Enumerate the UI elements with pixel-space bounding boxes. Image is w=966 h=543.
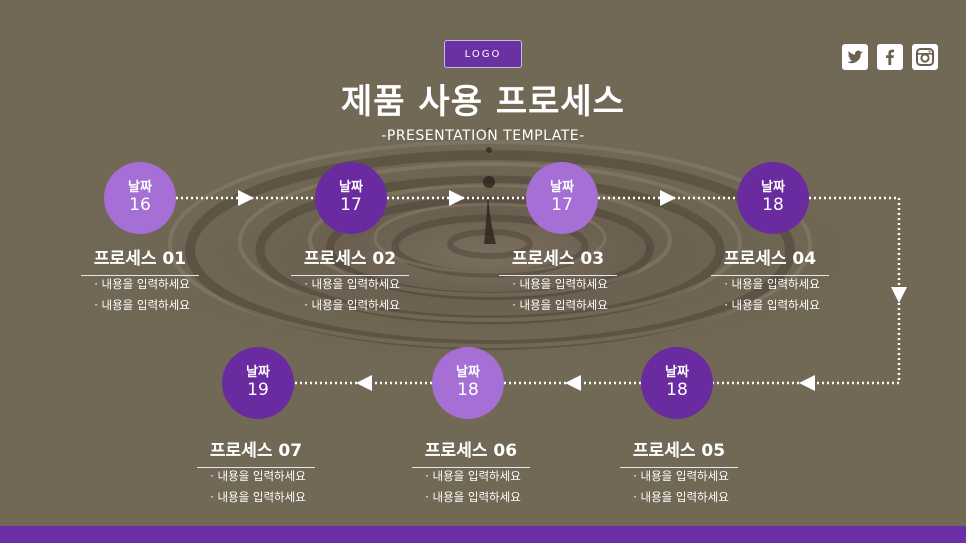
- date-label: 날짜: [246, 364, 270, 380]
- desc-line: · 내용을 입력하세요: [304, 298, 400, 312]
- desc-line: · 내용을 입력하세요: [512, 277, 608, 291]
- arrow-left-icon: [799, 375, 815, 391]
- date-label: 날짜: [456, 364, 480, 380]
- date-circle-02: 날짜 17: [315, 162, 387, 234]
- twitter-icon[interactable]: [842, 44, 868, 70]
- date-label: 날짜: [761, 179, 785, 195]
- footer-bar: [0, 526, 966, 543]
- desc-line: · 내용을 입력하세요: [425, 490, 521, 504]
- arrow-right-icon: [660, 190, 676, 206]
- step-title-07: 프로세스 07: [197, 436, 315, 468]
- step-title-02: 프로세스 02: [291, 244, 409, 276]
- date-circle-04: 날짜 18: [737, 162, 809, 234]
- step-title-03: 프로세스 03: [499, 244, 617, 276]
- desc-line: · 내용을 입력하세요: [724, 298, 820, 312]
- page-title: 제품 사용 프로세스: [341, 82, 625, 122]
- desc-line: · 내용을 입력하세요: [94, 298, 190, 312]
- date-label: 날짜: [128, 179, 152, 195]
- desc-line: · 내용을 입력하세요: [724, 277, 820, 291]
- step-desc-03: · 내용을 입력하세요 · 내용을 입력하세요: [501, 274, 619, 316]
- step-title-05: 프로세스 05: [620, 436, 738, 468]
- date-circle-01: 날짜 16: [104, 162, 176, 234]
- step-desc-04: · 내용을 입력하세요 · 내용을 입력하세요: [713, 274, 831, 316]
- desc-line: · 내용을 입력하세요: [304, 277, 400, 291]
- step-desc-07: · 내용을 입력하세요 · 내용을 입력하세요: [199, 466, 317, 508]
- arrow-down-icon: [891, 287, 907, 303]
- desc-line: · 내용을 입력하세요: [94, 277, 190, 291]
- step-desc-01: · 내용을 입력하세요 · 내용을 입력하세요: [83, 274, 201, 316]
- date-value: 18: [457, 379, 479, 400]
- step-desc-02: · 내용을 입력하세요 · 내용을 입력하세요: [293, 274, 411, 316]
- date-value: 16: [129, 194, 151, 215]
- date-label: 날짜: [665, 364, 689, 380]
- instagram-icon[interactable]: [912, 44, 938, 70]
- desc-line: · 내용을 입력하세요: [425, 469, 521, 483]
- desc-line: · 내용을 입력하세요: [512, 298, 608, 312]
- date-circle-06: 날짜 18: [432, 347, 504, 419]
- date-value: 18: [666, 379, 688, 400]
- facebook-icon[interactable]: [877, 44, 903, 70]
- desc-line: · 내용을 입력하세요: [633, 469, 729, 483]
- date-value: 17: [340, 194, 362, 215]
- page-subtitle: -PRESENTATION TEMPLATE-: [381, 128, 585, 144]
- date-value: 17: [551, 194, 573, 215]
- date-circle-03: 날짜 17: [526, 162, 598, 234]
- arrow-right-icon: [238, 190, 254, 206]
- date-label: 날짜: [339, 179, 363, 195]
- date-circle-05: 날짜 18: [641, 347, 713, 419]
- step-title-06: 프로세스 06: [412, 436, 530, 468]
- step-title-01: 프로세스 01: [81, 244, 199, 276]
- date-value: 18: [762, 194, 784, 215]
- step-title-04: 프로세스 04: [711, 244, 829, 276]
- date-circle-07: 날짜 19: [222, 347, 294, 419]
- step-desc-06: · 내용을 입력하세요 · 내용을 입력하세요: [414, 466, 532, 508]
- step-desc-05: · 내용을 입력하세요 · 내용을 입력하세요: [622, 466, 740, 508]
- desc-line: · 내용을 입력하세요: [210, 469, 306, 483]
- logo-badge: LOGO: [444, 40, 522, 68]
- date-value: 19: [247, 379, 269, 400]
- desc-line: · 내용을 입력하세요: [210, 490, 306, 504]
- arrow-right-icon: [449, 190, 465, 206]
- date-label: 날짜: [550, 179, 574, 195]
- desc-line: · 내용을 입력하세요: [633, 490, 729, 504]
- arrow-left-icon: [356, 375, 372, 391]
- arrow-left-icon: [565, 375, 581, 391]
